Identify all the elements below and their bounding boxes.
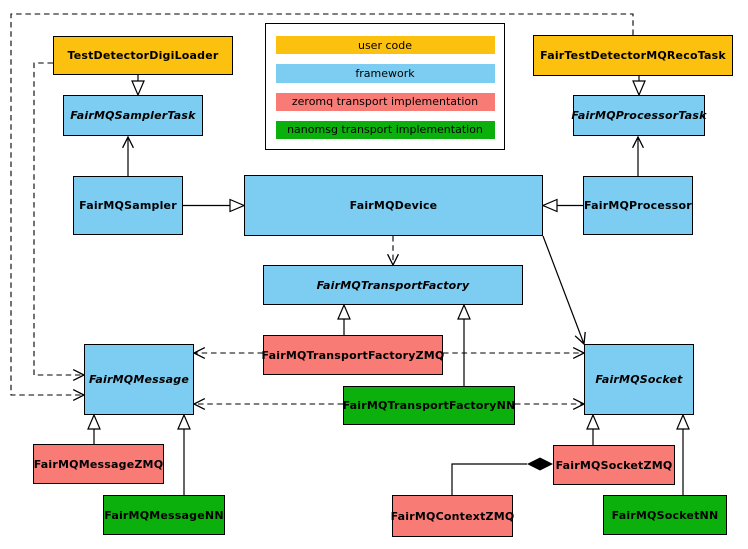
composition-diamond-icon [527, 457, 553, 471]
node-fairmqsampler: FairMQSampler [73, 176, 183, 235]
node-fairmqtransportfactoryzmq: FairMQTransportFactoryZMQ [262, 335, 444, 375]
node-fairmqprocessor: FairMQProcessor [583, 176, 693, 235]
node-fairmqsocketzmq: FairMQSocketZMQ [553, 445, 675, 485]
edge-recotask-message-dashed [10, 13, 634, 395]
node-testdetectordigiloader: TestDetectorDigiLoader [53, 36, 233, 75]
node-fairmqmessage: FairMQMessage [84, 344, 194, 415]
node-fairmqsamplertask: FairMQSamplerTask [63, 95, 203, 136]
node-fairtestdetectormqrecotask: FairTestDetectorMQRecoTask [533, 35, 733, 76]
edge-device-socket [542, 235, 584, 344]
edge-contextzmq-socketzmq [451, 463, 527, 495]
node-fairmqmessagenn: FairMQMessageNN [103, 495, 225, 535]
legend-item-user-code: user code [275, 36, 495, 55]
node-fairmqmessagezmq: FairMQMessageZMQ [33, 444, 164, 484]
legend: user code framework zeromq transport imp… [265, 23, 505, 150]
node-fairmqtransportfactorynn: FairMQTransportFactoryNN [343, 386, 515, 425]
legend-item-zeromq: zeromq transport implementation [275, 92, 495, 111]
edge-digiloader-message-dashed [33, 62, 84, 375]
legend-item-framework: framework [275, 64, 495, 83]
node-fairmqsocketnn: FairMQSocketNN [603, 495, 727, 535]
legend-item-nanomsg: nanomsg transport implementation [275, 120, 495, 139]
node-fairmqdevice: FairMQDevice [244, 175, 543, 236]
node-fairmqcontextzmq: FairMQContextZMQ [391, 495, 514, 537]
node-fairmqprocessortask: FairMQProcessorTask [571, 95, 706, 136]
node-fairmqsocket: FairMQSocket [584, 344, 694, 415]
node-fairmqtransportfactory: FairMQTransportFactory [263, 265, 523, 305]
